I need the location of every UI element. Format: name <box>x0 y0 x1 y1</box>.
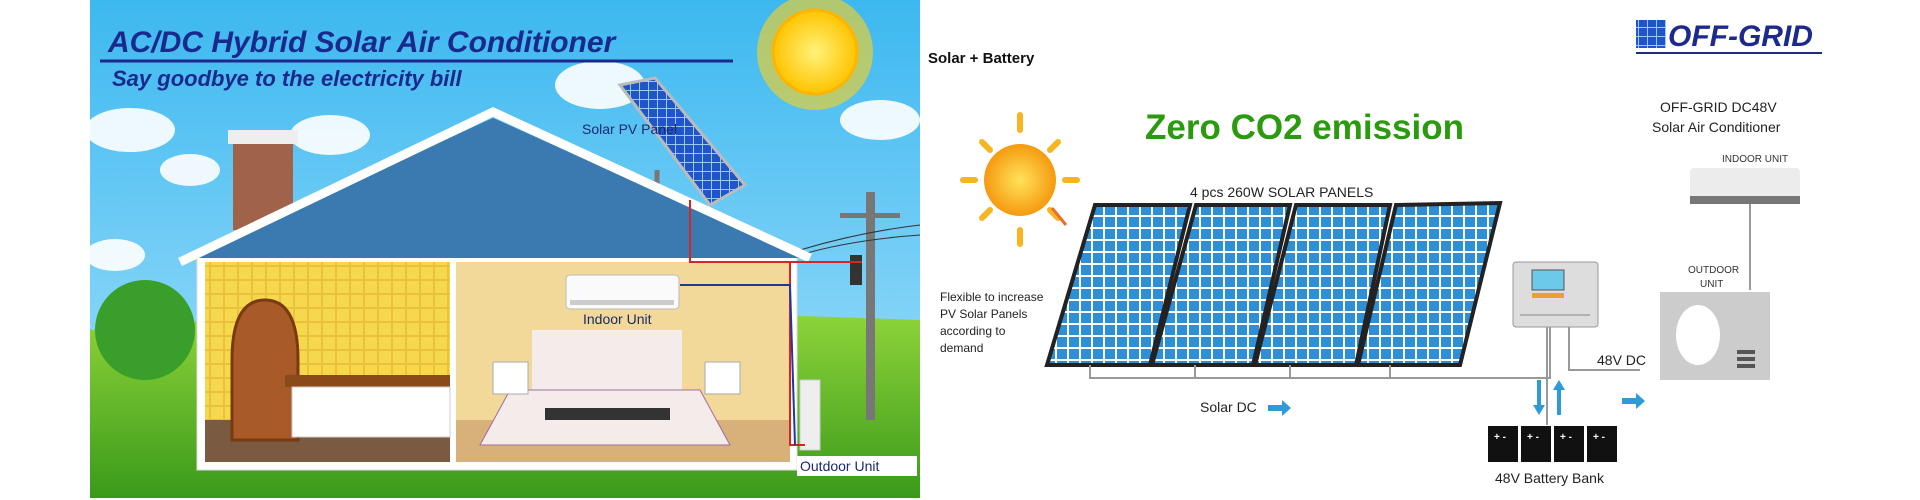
product-name-line1: OFF-GRID DC48V <box>1660 99 1777 115</box>
outdoor-unit-label: OUTDOOR <box>1688 265 1739 276</box>
off-grid-logo: OFF-GRID <box>1636 20 1822 54</box>
product-name-line2: Solar Air Conditioner <box>1652 119 1781 135</box>
indoor-unit <box>1690 168 1800 204</box>
battery-bank: + - + - + - + - <box>1488 426 1617 462</box>
svg-text:+ -: + - <box>1560 432 1572 443</box>
arrow-right-icon <box>1268 400 1291 416</box>
svg-text:Flexible to increase: Flexible to increase <box>940 290 1044 304</box>
svg-text:according to: according to <box>940 324 1006 338</box>
left-scene: AC/DC Hybrid Solar Air Conditioner Say g… <box>85 0 921 498</box>
solar-panels-label: 4 pcs 260W SOLAR PANELS <box>1190 184 1373 200</box>
indoor-unit-label: Indoor Unit <box>583 311 652 327</box>
illustration-title: AC/DC Hybrid Solar Air Conditioner <box>107 26 618 59</box>
svg-text:+ -: + - <box>1527 432 1539 443</box>
arrow-down-icon <box>1533 380 1545 415</box>
svg-text:+ -: + - <box>1494 432 1506 443</box>
arrow-up-icon <box>1553 380 1565 415</box>
svg-text:PV Solar Panels: PV Solar Panels <box>940 307 1027 321</box>
indoor-unit-label: INDOOR UNIT <box>1722 154 1788 165</box>
48v-dc-label: 48V DC <box>1597 352 1646 368</box>
tree <box>95 280 195 380</box>
off-grid-diagram: Solar + Battery OFF-GRID Zero CO2 emissi… <box>928 20 1822 486</box>
house <box>178 107 821 471</box>
svg-text:demand: demand <box>940 341 983 355</box>
solar-panel <box>1355 200 1503 367</box>
outdoor-unit <box>1660 292 1770 380</box>
solar-pv-panel-label: Solar PV Panel <box>582 121 677 137</box>
flexible-note: Flexible to increase PV Solar Panels acc… <box>940 290 1044 355</box>
indoor-unit <box>565 274 680 310</box>
diagram-heading: Solar + Battery <box>928 50 1035 67</box>
sun-icon <box>757 0 873 110</box>
arrow-right-icon <box>1622 393 1645 409</box>
illustration-subtitle: Say goodbye to the electricity bill <box>112 66 463 91</box>
outdoor-unit <box>799 379 821 451</box>
zero-co2-headline: Zero CO2 emission <box>1145 108 1464 147</box>
solar-dc-label: Solar DC <box>1200 399 1257 415</box>
charge-controller <box>1512 261 1599 328</box>
clouds <box>85 61 920 271</box>
battery-bank-label: 48V Battery Bank <box>1495 470 1605 486</box>
svg-text:OFF-GRID: OFF-GRID <box>1668 20 1813 53</box>
outdoor-unit-label-line2: UNIT <box>1700 279 1723 290</box>
svg-text:+ -: + - <box>1593 432 1605 443</box>
outdoor-unit-label: Outdoor Unit <box>800 458 879 474</box>
solar-panels <box>1044 200 1551 379</box>
sun-icon <box>960 112 1080 247</box>
